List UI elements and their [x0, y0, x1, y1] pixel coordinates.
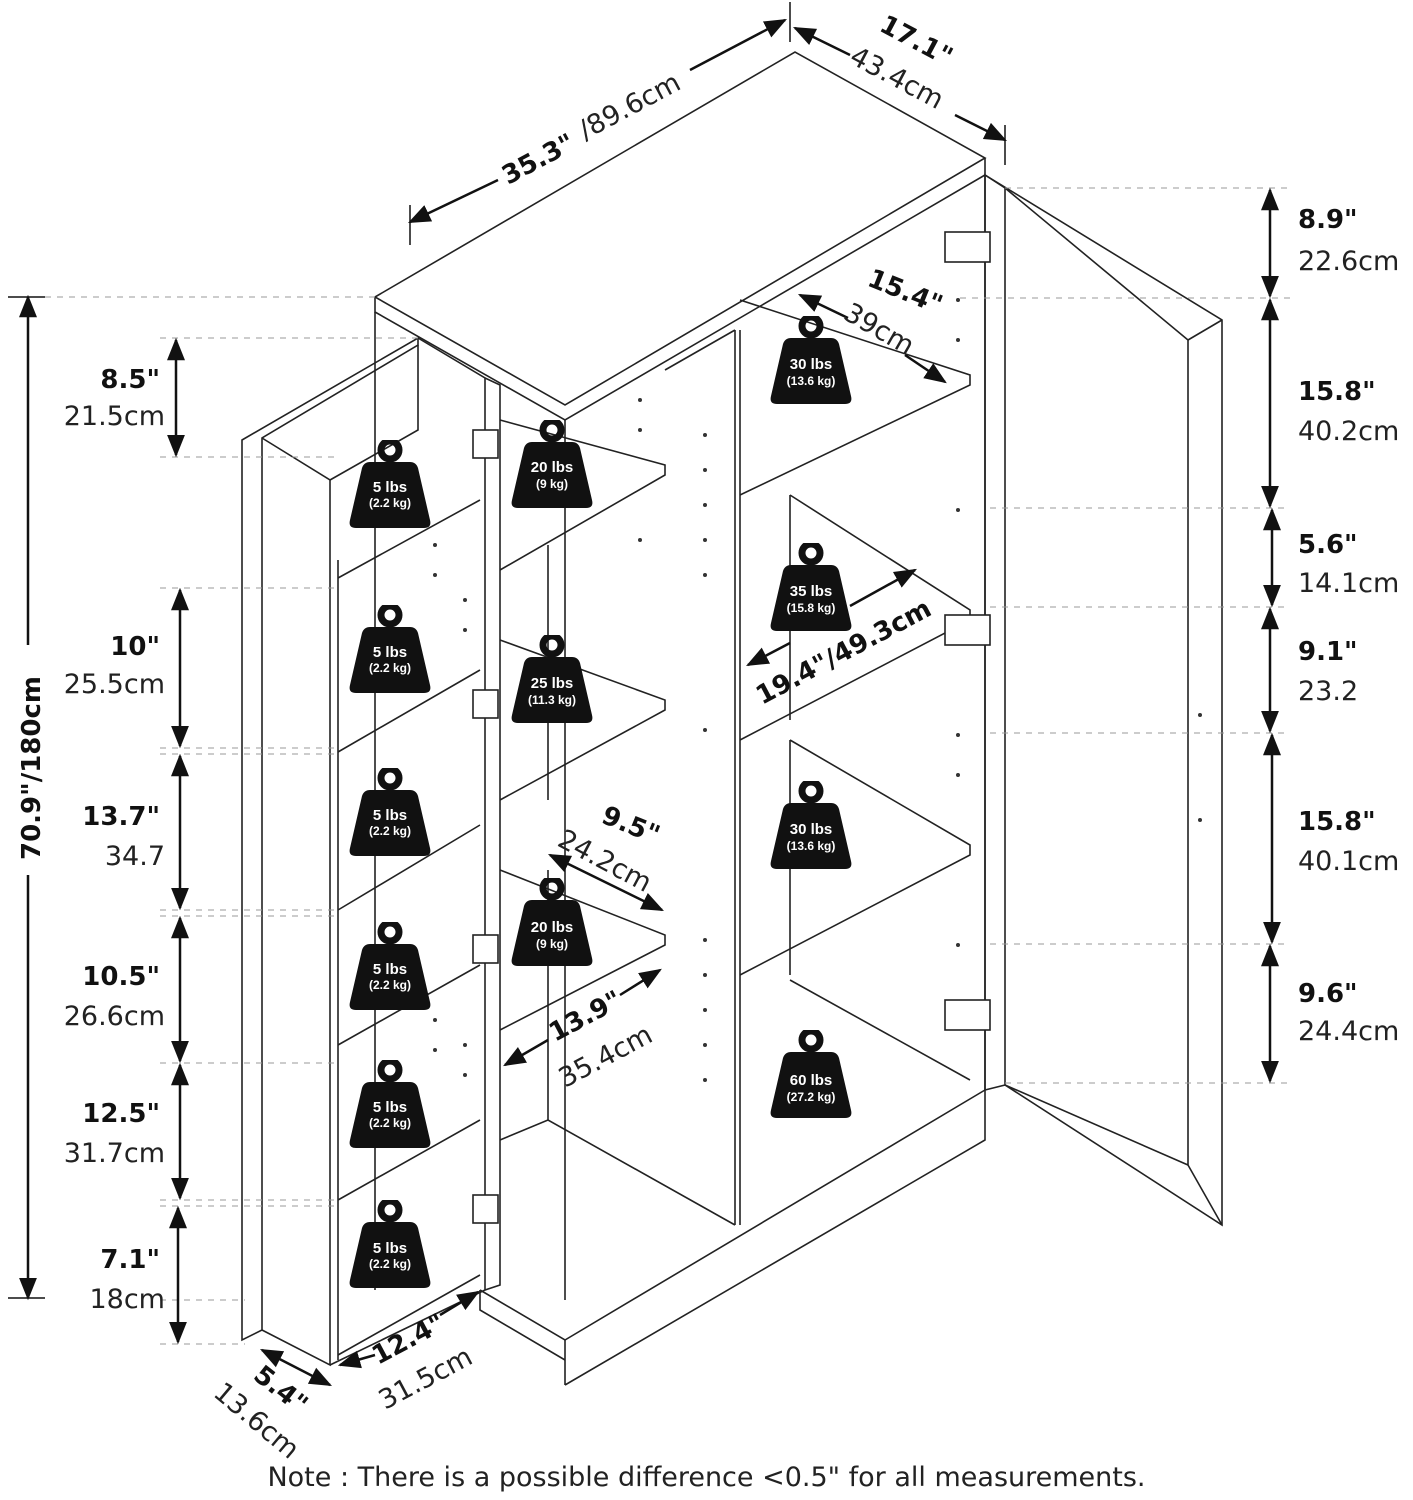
hinge-icon — [472, 231, 991, 1224]
right-shelf-1 — [739, 299, 971, 496]
svg-text:5 lbs: 5 lbs — [373, 644, 407, 661]
top-width-inches: 35.3" — [497, 128, 580, 191]
weight-icon: 60 lbs (27.2 kg) — [771, 1031, 852, 1118]
left-dim-2-cm: 25.5cm — [64, 669, 165, 700]
cabinet-drawing — [241, 51, 1223, 1386]
right-dim-6-in: 9.6" — [1298, 979, 1358, 1009]
right-dim-2-in: 15.8" — [1298, 377, 1376, 407]
cabinet-bottom — [479, 1089, 986, 1341]
right-dim-4-cm: 23.2 — [1298, 676, 1358, 707]
weight-icon: 35 lbs (15.8 kg) — [771, 544, 852, 631]
right-shelf-3 — [739, 739, 971, 976]
svg-text:(2.2 kg): (2.2 kg) — [369, 1257, 411, 1271]
door-weight-badges: 5 lbs (2.2 kg) 5 lbs (2.2 kg) 5 lbs (2.2… — [350, 441, 431, 1288]
shelf-pin-holes — [433, 298, 1202, 1082]
weight-icon: 20 lbs (9 kg) — [512, 421, 593, 508]
svg-text:20 lbs: 20 lbs — [531, 459, 574, 476]
right-dimension-labels: 8.9" 22.6cm 15.8" 40.2cm 5.6" 14.1cm 9.1… — [1298, 205, 1399, 1047]
svg-text:5 lbs: 5 lbs — [373, 807, 407, 824]
weight-icon: 25 lbs (11.3 kg) — [512, 636, 593, 723]
right-dim-1-in: 8.9" — [1298, 205, 1358, 235]
mid-shelf-depth-in: 9.5" — [597, 801, 664, 851]
svg-text:(2.2 kg): (2.2 kg) — [369, 661, 411, 675]
svg-text:(2.2 kg): (2.2 kg) — [369, 496, 411, 510]
middle-weight-badges: 20 lbs (9 kg) 25 lbs (11.3 kg) 20 lbs (9… — [512, 421, 593, 966]
left-dim-6-cm: 18cm — [89, 1284, 165, 1315]
right-dim-4-in: 9.1" — [1298, 637, 1358, 667]
left-dim-2-in: 10" — [110, 632, 160, 662]
right-dim-5-in: 15.8" — [1298, 807, 1376, 837]
weight-icon: 30 lbs (13.6 kg) — [771, 782, 852, 869]
svg-text:5 lbs: 5 lbs — [373, 479, 407, 496]
weight-icon: 5 lbs (2.2 kg) — [350, 441, 431, 528]
right-weight-badges: 30 lbs (13.6 kg) 35 lbs (15.8 kg) 30 lbs… — [771, 317, 852, 1118]
middle-shelf-1 — [499, 419, 666, 571]
svg-text:(13.6 kg): (13.6 kg) — [787, 839, 836, 853]
svg-text:(13.6 kg): (13.6 kg) — [787, 374, 836, 388]
svg-text:(9 kg): (9 kg) — [536, 937, 568, 951]
left-dim-5-in: 12.5" — [82, 1099, 160, 1129]
weight-icon: 5 lbs (2.2 kg) — [350, 606, 431, 693]
svg-text:5 lbs: 5 lbs — [373, 1099, 407, 1116]
weight-icon: 5 lbs (2.2 kg) — [350, 1061, 431, 1148]
left-dim-1-in: 8.5" — [100, 365, 160, 395]
left-dimension-labels: 8.5" 21.5cm 10" 25.5cm 13.7" 34.7 10.5" … — [64, 365, 165, 1315]
svg-text:30 lbs: 30 lbs — [790, 821, 833, 838]
svg-text:(2.2 kg): (2.2 kg) — [369, 1116, 411, 1130]
left-dim-6-in: 7.1" — [100, 1245, 160, 1275]
right-dim-2-cm: 40.2cm — [1298, 416, 1399, 447]
svg-text:60 lbs: 60 lbs — [790, 1072, 833, 1089]
top-width-cm: /89.6cm — [574, 67, 686, 146]
svg-text:(11.3 kg): (11.3 kg) — [528, 693, 576, 707]
svg-text:(27.2 kg): (27.2 kg) — [787, 1090, 836, 1104]
dimension-arrows — [8, 2, 1281, 1387]
right-dim-5-cm: 40.1cm — [1298, 846, 1399, 877]
svg-text:(15.8 kg): (15.8 kg) — [787, 601, 836, 615]
middle-shelf-2 — [499, 639, 666, 801]
svg-text:25 lbs: 25 lbs — [531, 675, 574, 692]
svg-text:35 lbs: 35 lbs — [790, 583, 833, 600]
weight-icon: 20 lbs (9 kg) — [512, 879, 593, 966]
right-dim-3-cm: 14.1cm — [1298, 568, 1399, 599]
weight-icon: 5 lbs (2.2 kg) — [350, 1201, 431, 1288]
svg-text:(2.2 kg): (2.2 kg) — [369, 978, 411, 992]
left-dim-4-in: 10.5" — [82, 962, 160, 992]
right-dim-1-cm: 22.6cm — [1298, 246, 1399, 277]
svg-text:(9 kg): (9 kg) — [536, 477, 568, 491]
measurement-note: Note : There is a possible difference <0… — [267, 1462, 1146, 1493]
center-divider — [734, 330, 741, 1225]
left-dim-1-cm: 21.5cm — [64, 401, 165, 432]
svg-text:5 lbs: 5 lbs — [373, 961, 407, 978]
weight-icon: 30 lbs (13.6 kg) — [771, 317, 852, 404]
left-dim-3-cm: 34.7 — [105, 841, 165, 872]
left-dim-4-cm: 26.6cm — [64, 1001, 165, 1032]
svg-text:(2.2 kg): (2.2 kg) — [369, 824, 411, 838]
right-dim-3-in: 5.6" — [1298, 530, 1358, 560]
left-dim-5-cm: 31.7cm — [64, 1138, 165, 1169]
weight-icon: 5 lbs (2.2 kg) — [350, 923, 431, 1010]
svg-text:20 lbs: 20 lbs — [531, 919, 574, 936]
left-dim-3-in: 13.7" — [82, 802, 160, 832]
svg-text:30 lbs: 30 lbs — [790, 356, 833, 373]
svg-text:5 lbs: 5 lbs — [373, 1240, 407, 1257]
weight-icon: 5 lbs (2.2 kg) — [350, 769, 431, 856]
overall-height: 70.9"/180cm — [17, 676, 47, 860]
guide-lines — [45, 187, 1290, 1345]
right-dim-6-cm: 24.4cm — [1298, 1016, 1399, 1047]
